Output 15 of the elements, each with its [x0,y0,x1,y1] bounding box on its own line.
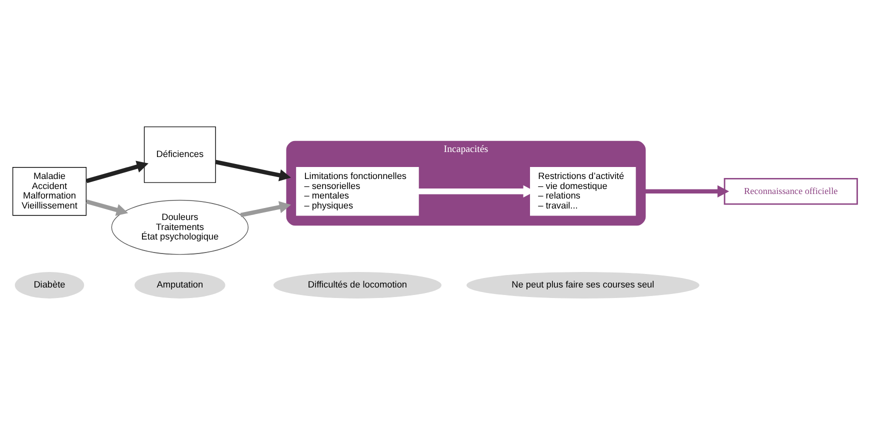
node-box: Limitations fonctionnelles – sensorielles – mentales – physiques [296,167,419,216]
node-ellipse: Amputation [134,272,226,298]
node-ellipse: Diabète [14,272,84,298]
arrow [86,199,128,216]
arrow [215,160,292,182]
arrow [86,160,148,184]
arrow [645,185,730,198]
arrow [240,201,292,218]
node-box: Restrictions d’activité – vie domestique – relations – travail... [530,167,636,216]
node-ellipse: Difficultés de locomotion [273,272,442,298]
node-box: Déficiences [144,126,216,183]
node-box: Reconnaissance officielle [724,178,858,205]
node-ellipse: Douleurs Traitements État psychologique [111,200,249,255]
node-box: Maladie Accident Malformation Vieillissement [12,167,87,216]
node-ellipse: Ne peut plus faire ses courses seul [466,272,700,298]
